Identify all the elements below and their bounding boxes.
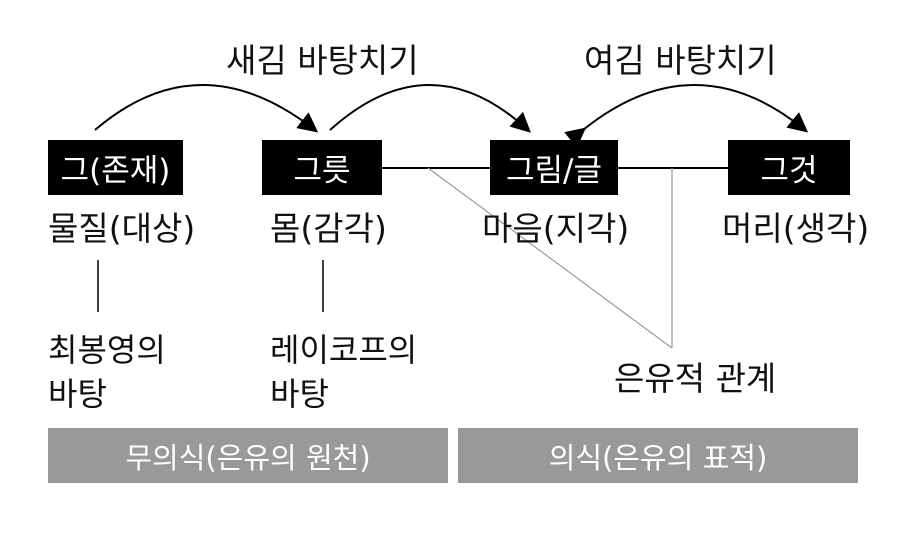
label-mind: 마음(지각) bbox=[482, 209, 630, 248]
band-unconscious: 무의식(은유의 원천) bbox=[48, 428, 448, 483]
label-material: 물질(대상) bbox=[48, 209, 196, 248]
box-vessel: 그릇 bbox=[262, 140, 382, 195]
metaphor-line-diagonal bbox=[427, 167, 673, 349]
ground-choi-line2: 바탕 bbox=[48, 375, 107, 414]
label-head: 머리(생각) bbox=[722, 209, 870, 248]
box-picture: 그림/글 bbox=[490, 140, 618, 195]
box-thing: 그것 bbox=[728, 140, 850, 195]
ground-lakoff-line1: 레이코프의 bbox=[270, 331, 418, 369]
arc-existence-to-vessel bbox=[94, 84, 319, 133]
ground-choi-line1: 최봉영의 bbox=[48, 331, 166, 369]
label-body: 몸(감각) bbox=[270, 209, 387, 248]
ground-lakoff-line2: 바탕 bbox=[270, 375, 329, 414]
arc-label-right: 여김 바탕치기 bbox=[584, 41, 777, 80]
arc-label-left: 새김 바탕치기 bbox=[226, 41, 419, 80]
arc-vessel-to-picture bbox=[329, 84, 531, 133]
arc-picture-thing-bidirectional bbox=[564, 84, 809, 148]
ground-lakoff: 레이코프의 바탕 bbox=[270, 328, 417, 416]
metaphor-relation-label: 은유적 관계 bbox=[614, 359, 777, 398]
band-conscious: 의식(은유의 표적) bbox=[458, 428, 858, 483]
box-existence: 그(존재) bbox=[48, 140, 183, 195]
ground-choi: 최봉영의 바탕 bbox=[48, 328, 166, 416]
